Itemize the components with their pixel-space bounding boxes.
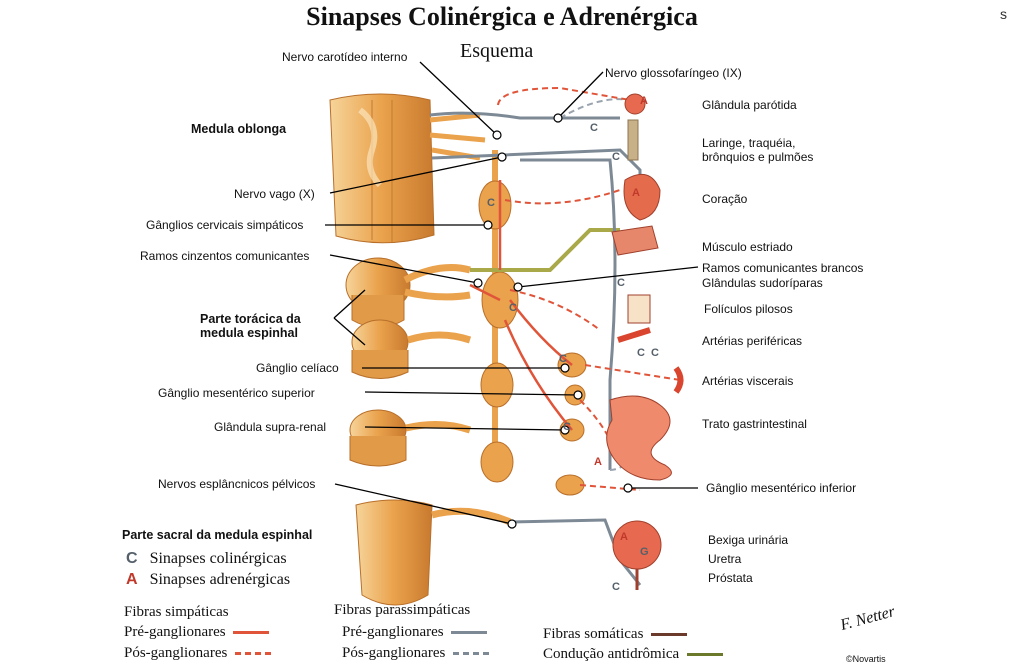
pointer-lines [325,61,699,525]
label-nervo-vago: Nervo vago (X) [234,187,315,201]
legend-pos-para-swatch [453,652,490,656]
legend-somaticas-swatch [651,633,688,637]
organ-bladder [612,520,662,590]
label-nervo-carotideo: Nervo carotídeo interno [282,50,408,64]
label-nervo-glossofaringeo: Nervo glossofaríngeo (IX) [605,66,742,80]
diagram-subtitle: Esquema [460,40,534,62]
synapse-markers [473,113,633,529]
label-medula-oblonga: Medula oblonga [191,122,287,136]
label-arterias-viscerais: Artérias viscerais [702,374,794,388]
legend-pre-para-label: Pré-ganglionares [342,624,444,640]
legend-pre-para: Pré-ganglionares [342,624,488,641]
svg-text:C: C [563,421,571,433]
legend-pre-simp-swatch [233,631,270,635]
thoracic-segment-3 [349,409,472,467]
svg-text:G: G [640,546,649,558]
legend-antidromica: Condução antidrômica [543,646,723,663]
legend-pos-simp-swatch [235,652,272,656]
legend-simpaticas-title: Fibras simpáticas [124,604,229,620]
svg-text:C: C [612,581,620,593]
label-ramos-brancos: Ramos comunicantes brancos [702,261,864,275]
legend-pos-para: Pós-ganglionares [342,645,490,662]
legend-c-label: Sinapses colinérgicas [149,550,287,567]
diagram-title: Sinapses Colinérgica e Adrenérgica [306,2,698,31]
legend-pre-para-swatch [451,631,488,635]
sympathetic-post-fibers [497,86,681,491]
organ-parotid [624,93,646,115]
label-coracao: Coração [702,192,748,206]
svg-text:C: C [487,197,495,209]
label-prostata: Próstata [708,571,753,585]
svg-text:A: A [620,531,628,543]
svg-text:C: C [612,151,620,163]
label-arterias-perifericas: Artérias periféricas [702,334,803,348]
sympathetic-fibers [469,180,573,431]
label-bexiga: Bexiga urinária [708,533,789,547]
label-musculo-estriado: Músculo estriado [702,240,793,254]
organ-gi-tract [606,395,672,481]
organ-visceral-artery [673,366,684,394]
label-foliculos-pilosos: Folículos pilosos [704,302,793,316]
legend-pos-para-label: Pós-ganglionares [342,645,446,661]
svg-text:A: A [632,187,640,199]
legend-parassimpaticas-title: Fibras parassimpáticas [334,602,471,618]
legend-pre-simp: Pré-ganglionares [124,624,270,641]
medulla-oblongata [329,93,486,244]
legend-a-symbol: A [126,571,138,588]
label-laringe: Laringe, traquéia, brônquios e pulmões [702,136,814,164]
legend-pos-simp: Pós-ganglionares [124,645,272,662]
label-glandula-supra-renal: Glândula supra-renal [214,420,327,434]
svg-text:C: C [509,302,517,314]
label-ganglio-celiaco: Gânglio celíaco [256,361,339,375]
label-ganglio-mesenterico-superior: Gânglio mesentérico superior [158,386,315,400]
thoracic-segment-1 [345,257,471,328]
legend-pre-simp-label: Pré-ganglionares [124,624,226,640]
corner-mark: s [1000,6,1007,22]
legend-c-symbol: C [126,550,138,567]
label-nervos-esplancnicos: Nervos esplâncnicos pélvicos [158,477,316,491]
label-ramos-cinzentos: Ramos cinzentos comunicantes [140,249,310,263]
thoracic-segment-2 [351,319,472,379]
legend-antidromica-swatch [686,653,723,657]
synapse-letters: C A C C A C C C C C C A A G C [487,95,659,593]
publisher-mark: ©Novartis [846,654,886,664]
svg-text:C: C [637,347,645,359]
svg-text:C: C [617,277,625,289]
label-ganglios-cervicais: Gânglios cervicais simpáticos [146,218,304,232]
organ-sweat-glands [627,294,651,324]
svg-text:C: C [651,347,659,359]
label-parte-sacral: Parte sacral da medula espinhal [122,528,313,542]
label-glandula-parotida: Glândula parótida [702,98,797,112]
sacral-segment [355,499,512,606]
prevertebral-ganglia [555,352,587,496]
legend-somaticas: Fibras somáticas [543,626,688,643]
organ-peripheral-artery [617,327,651,343]
legend-cholinergic: C Sinapses colinérgicas [126,550,287,568]
svg-text:C: C [590,122,598,134]
label-glandulas-sudoriparas: Glândulas sudoríparas [702,276,823,290]
svg-text:A: A [594,456,602,468]
label-ganglio-mesenterico-inferior: Gânglio mesentérico inferior [706,481,857,495]
legend-a-label: Sinapses adrenérgicas [149,571,291,588]
svg-text:A: A [640,95,648,107]
label-parte-toracica: Parte torácica da medula espinhal [200,312,301,340]
organ-larynx-lungs [627,119,639,161]
legend-adrenergic: A Sinapses adrenérgicas [126,571,290,589]
svg-text:C: C [559,353,567,365]
organ-striated-muscle [611,225,659,256]
legend-pos-simp-label: Pós-ganglionares [124,645,228,661]
label-uretra: Uretra [708,552,742,566]
legend-somaticas-label: Fibras somáticas [543,626,644,642]
organ-heart [623,173,661,221]
legend-antidromica-label: Condução antidrômica [543,646,680,662]
label-trato-gastrintestinal: Trato gastrintestinal [702,417,807,431]
